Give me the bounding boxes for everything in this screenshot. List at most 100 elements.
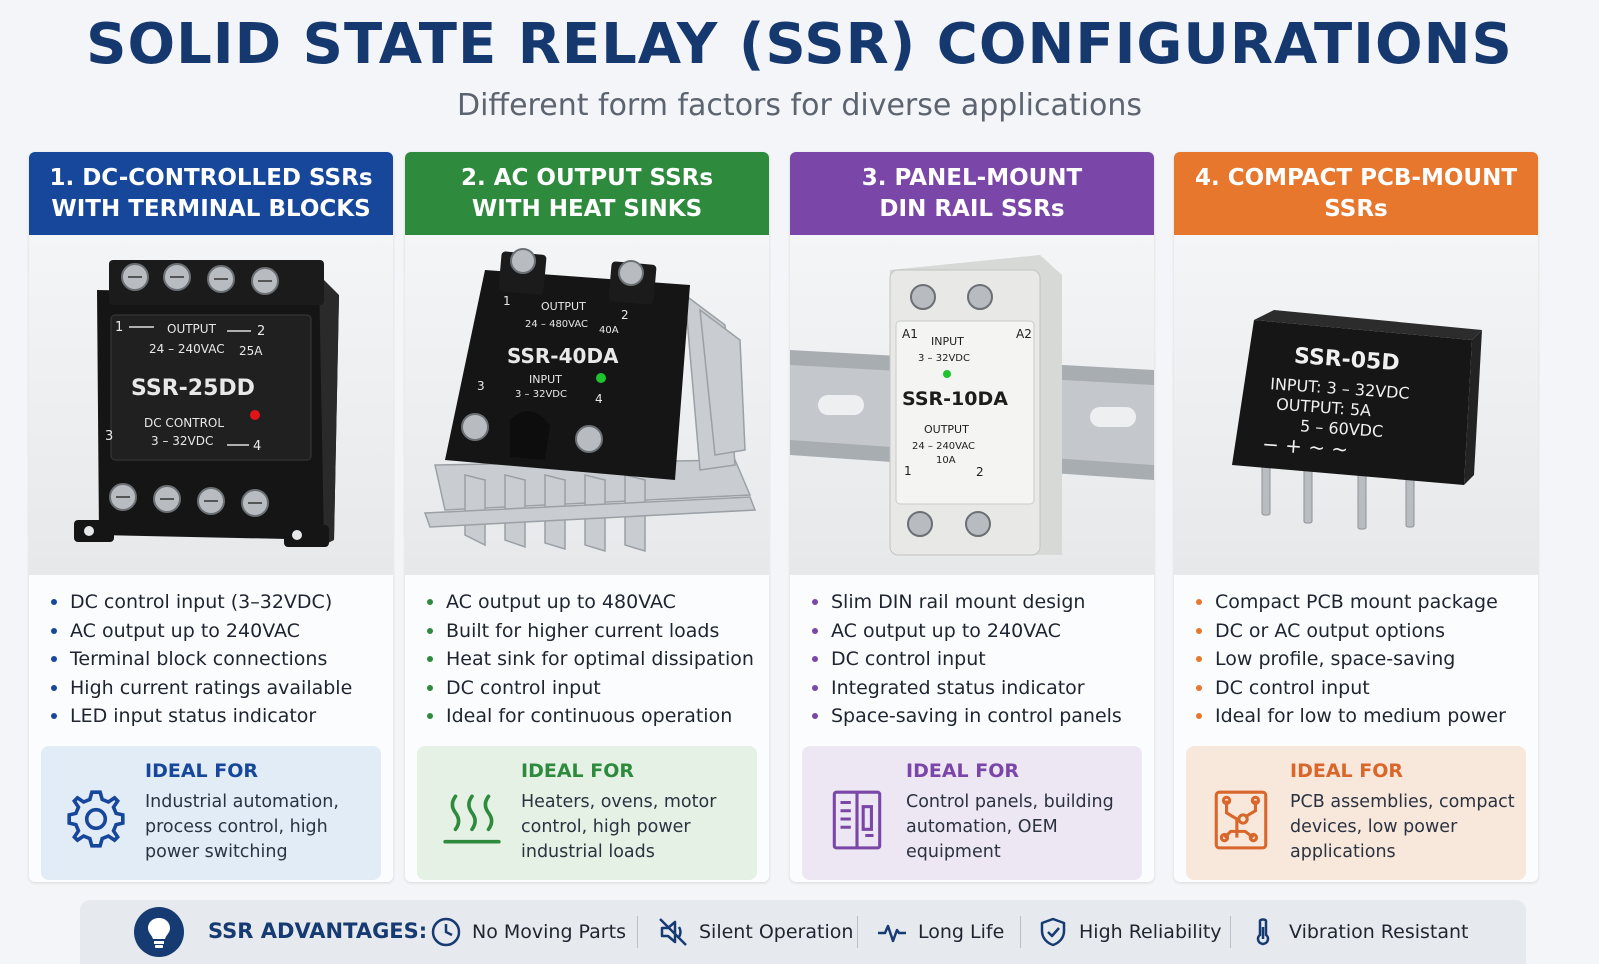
current-rating: 10A xyxy=(936,455,956,466)
list-item: Space-saving in control panels xyxy=(812,702,1122,731)
pin-2-label: 2 xyxy=(621,308,629,322)
shield-icon xyxy=(1040,917,1066,947)
list-item: Compact PCB mount package xyxy=(1196,588,1506,617)
pin-1-label: 1 xyxy=(115,320,123,335)
card-header: 4. COMPACT PCB-MOUNT SSRs xyxy=(1174,152,1538,235)
advantage-no-moving-parts: No Moving Parts xyxy=(430,914,626,950)
ideal-for-box: IDEAL FOR PCB assemblies, compact device… xyxy=(1186,746,1526,880)
pin-1-label: 1 xyxy=(503,294,511,308)
output-label: OUTPUT xyxy=(541,300,586,313)
ssr-40da-illustration: 1 OUTPUT 2 24 – 480VAC 40A SSR-40DA INPU… xyxy=(423,248,757,553)
clock-icon xyxy=(431,917,461,947)
ideal-for-box: IDEAL FOR Heaters, ovens, motor control,… xyxy=(417,746,757,880)
list-item: High current ratings available xyxy=(51,674,352,703)
advantage-label: No Moving Parts xyxy=(472,921,626,943)
thermometer-icon xyxy=(1256,918,1270,946)
heat-waves-icon xyxy=(443,794,501,844)
pin-2-label: 2 xyxy=(257,324,265,339)
relay-image-ac: 1 OUTPUT 2 24 – 480VAC 40A SSR-40DA INPU… xyxy=(405,235,769,575)
list-item: Terminal block connections xyxy=(51,645,352,674)
list-item: DC or AC output options xyxy=(1196,617,1506,646)
feature-list: DC control input (3–32VDC) AC output up … xyxy=(51,588,352,731)
advantages-bar: SSR ADVANTAGES: No Moving Parts Silent O… xyxy=(80,900,1526,964)
output-label: OUTPUT xyxy=(167,322,217,336)
list-item: Low profile, space-saving xyxy=(1196,645,1506,674)
ssr-05d-illustration: SSR-05D INPUT: 3 – 32VDC OUTPUT: 5A 5 – … xyxy=(1232,310,1482,530)
advantage-silent-operation: Silent Operation xyxy=(657,914,853,950)
ideal-for-text: PCB assemblies, compact devices, low pow… xyxy=(1290,792,1515,862)
ideal-for-text: Heaters, ovens, motor control, high powe… xyxy=(521,792,717,862)
pin-3-label: 3 xyxy=(477,379,485,393)
output-range: 24 – 240VAC xyxy=(149,342,225,356)
output-label: OUTPUT xyxy=(924,423,969,436)
input-label: INPUT xyxy=(931,335,964,348)
advantage-label: Long Life xyxy=(918,921,1005,943)
circuit-board-icon xyxy=(1214,790,1268,850)
card-header: 1. DC-CONTROLLED SSRs WITH TERMINAL BLOC… xyxy=(29,152,393,235)
pin-1-label: 1 xyxy=(904,464,912,478)
list-item: AC output up to 240VAC xyxy=(812,617,1122,646)
ssr-25dd-illustration: 1 OUTPUT 2 24 – 240VAC 25A SSR-25DD DC C… xyxy=(74,260,339,547)
card-ac-output: 2. AC OUTPUT SSRs WITH HEAT SINKS xyxy=(405,152,769,882)
mute-icon xyxy=(659,918,687,946)
feature-list: Slim DIN rail mount design AC output up … xyxy=(812,588,1122,731)
divider xyxy=(857,916,858,948)
list-item: DC control input xyxy=(1196,674,1506,703)
card-header: 3. PANEL-MOUNT DIN RAIL SSRs xyxy=(790,152,1154,235)
relay-image-dc: 1 OUTPUT 2 24 – 240VAC 25A SSR-25DD DC C… xyxy=(29,235,393,575)
pin-3-label: 3 xyxy=(105,429,113,444)
advantage-long-life: Long Life xyxy=(876,914,1004,950)
list-item: Ideal for low to medium power xyxy=(1196,702,1506,731)
ideal-for-label: IDEAL FOR xyxy=(145,760,259,782)
list-item: DC control input xyxy=(812,645,1122,674)
ideal-for-box: IDEAL FOR Control panels, building autom… xyxy=(802,746,1142,880)
pulse-icon xyxy=(878,924,906,943)
advantage-label: High Reliability xyxy=(1079,921,1222,943)
list-item: Slim DIN rail mount design xyxy=(812,588,1122,617)
advantage-label: Silent Operation xyxy=(699,921,854,943)
advantages-label: SSR ADVANTAGES: xyxy=(208,919,428,943)
pin-4-label: 4 xyxy=(253,439,261,454)
relay-image-din: A1 A2 INPUT 3 – 32VDC SSR-10DA OUTPUT 24… xyxy=(790,235,1154,575)
feature-list: Compact PCB mount package DC or AC outpu… xyxy=(1196,588,1506,731)
ssr-10da-illustration: A1 A2 INPUT 3 – 32VDC SSR-10DA OUTPUT 24… xyxy=(790,255,1154,556)
status-led xyxy=(596,373,606,383)
card-header: 2. AC OUTPUT SSRs WITH HEAT SINKS xyxy=(405,152,769,235)
card-pcb-mount: 4. COMPACT PCB-MOUNT SSRs SSR-05D INPUT:… xyxy=(1174,152,1538,882)
list-item: Ideal for continuous operation xyxy=(427,702,754,731)
model-number: SSR-25DD xyxy=(131,376,255,401)
page-title: SOLID STATE RELAY (SSR) CONFIGURATIONS xyxy=(86,12,1513,77)
ideal-for-text: Industrial automation, process control, … xyxy=(145,792,339,862)
control-label: DC CONTROL xyxy=(144,416,224,430)
divider xyxy=(637,916,638,948)
list-item: DC control input (3–32VDC) xyxy=(51,588,352,617)
card-din-rail: 3. PANEL-MOUNT DIN RAIL SSRs A1 A2 INPUT… xyxy=(790,152,1154,882)
card-dc-controlled: 1. DC-CONTROLLED SSRs WITH TERMINAL BLOC… xyxy=(29,152,393,882)
list-item: AC output up to 240VAC xyxy=(51,617,352,646)
input-label: INPUT xyxy=(529,373,562,386)
pin-2-label: 2 xyxy=(976,465,984,479)
input-range: 3 – 32VDC xyxy=(515,389,567,400)
feature-list: AC output up to 480VAC Built for higher … xyxy=(427,588,754,731)
control-range: 3 – 32VDC xyxy=(151,434,213,448)
list-item: Heat sink for optimal dissipation xyxy=(427,645,754,674)
advantage-vibration-resistant: Vibration Resistant xyxy=(1247,914,1469,950)
output-range: 24 – 240VAC xyxy=(912,441,975,452)
ideal-for-label: IDEAL FOR xyxy=(1290,760,1404,782)
ideal-for-label: IDEAL FOR xyxy=(521,760,635,782)
pin-a1-label: A1 xyxy=(902,327,918,341)
control-panel-icon xyxy=(832,790,882,850)
gear-icon xyxy=(67,790,125,848)
model-number: SSR-10DA xyxy=(902,388,1008,410)
lightbulb-icon xyxy=(134,907,184,957)
ideal-for-text: Control panels, building automation, OEM… xyxy=(906,792,1114,862)
pin-markings: − + ~ ~ xyxy=(1261,432,1349,462)
input-range: 3 – 32VDC xyxy=(918,353,970,364)
list-item: DC control input xyxy=(427,674,754,703)
model-number: SSR-40DA xyxy=(507,344,619,368)
ideal-for-box: IDEAL FOR Industrial automation, process… xyxy=(41,746,381,880)
advantage-label: Vibration Resistant xyxy=(1289,921,1469,943)
ideal-for-label: IDEAL FOR xyxy=(906,760,1020,782)
divider xyxy=(1020,916,1021,948)
current-rating: 40A xyxy=(599,325,619,336)
